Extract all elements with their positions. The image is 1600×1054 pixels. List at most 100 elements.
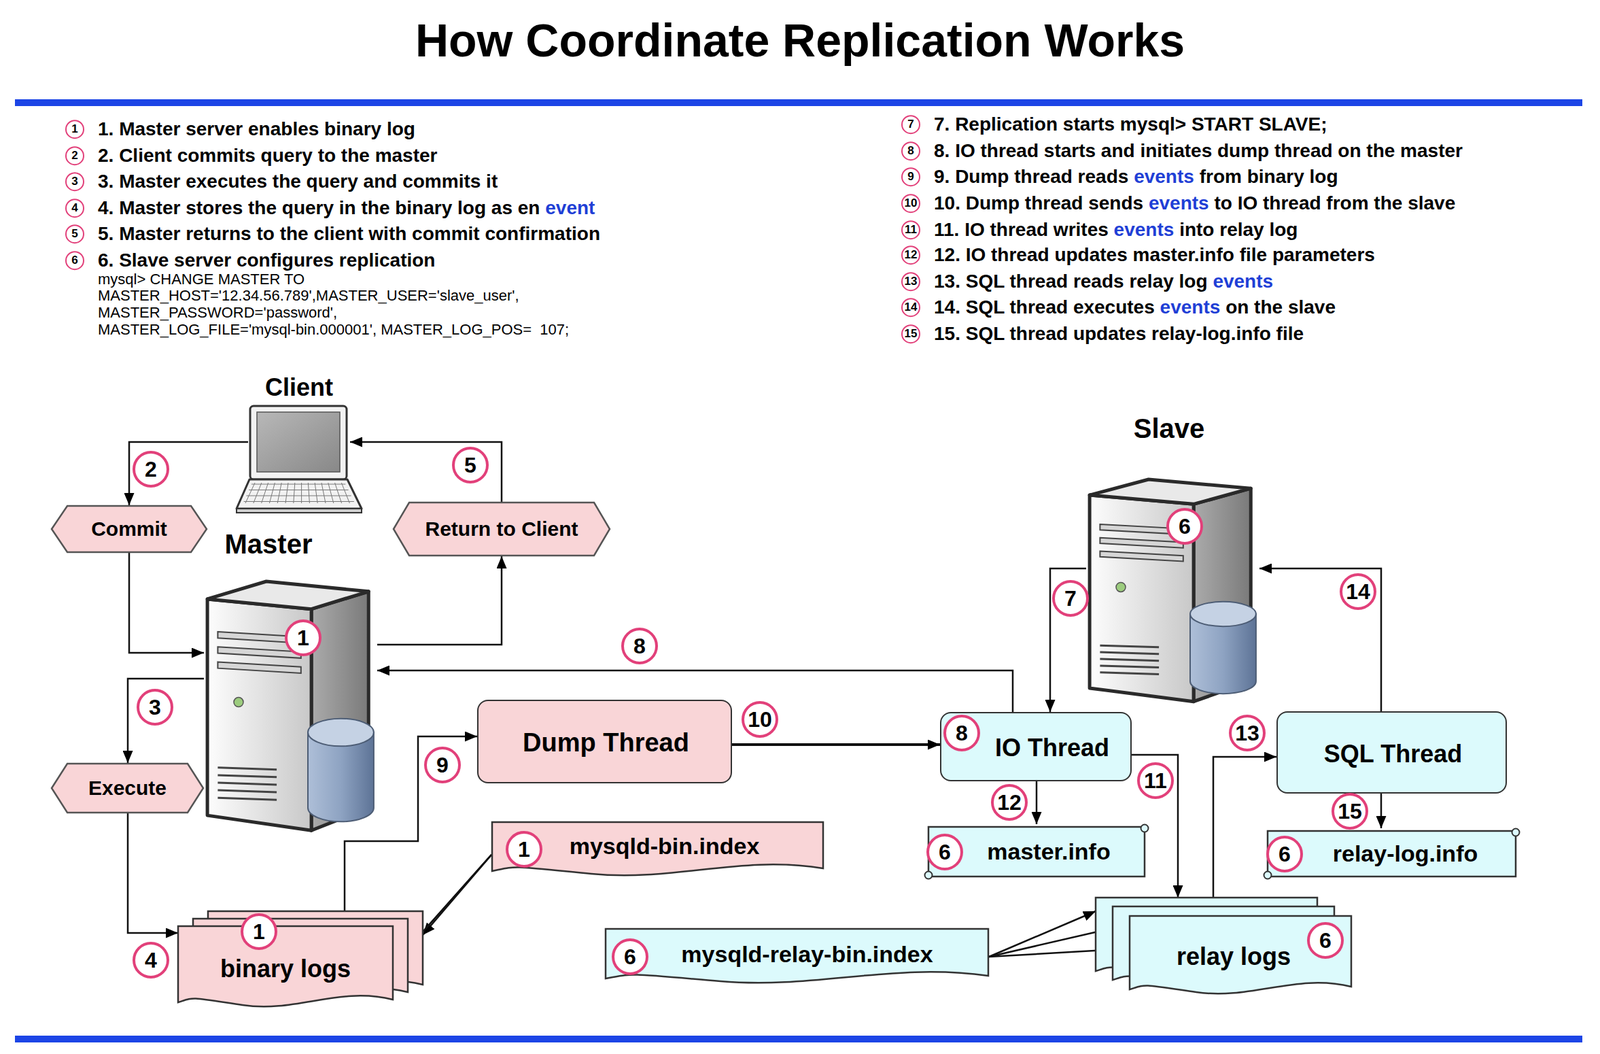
list-line: 1414. SQL thread executeseventson the sl… bbox=[901, 295, 1336, 319]
callout-slot: 10 bbox=[741, 700, 779, 738]
callout-number: 14 bbox=[901, 297, 921, 317]
laptop-screen bbox=[256, 411, 340, 472]
list-line: 55. Master returns to the client with co… bbox=[65, 222, 601, 246]
node-heading: Client bbox=[265, 373, 334, 402]
drive-bay bbox=[217, 661, 301, 673]
laptop-lid bbox=[250, 405, 347, 480]
step-text: into relay log bbox=[1179, 218, 1298, 242]
list-line: 88. IO thread starts and initiates dump … bbox=[901, 139, 1463, 163]
relay-log-info-file: 6 relay-log.info bbox=[1262, 827, 1522, 879]
step-text: 14. SQL thread executes bbox=[933, 295, 1155, 319]
text-slot: IO Thread bbox=[995, 733, 1110, 762]
master-server: Master1 bbox=[203, 526, 378, 833]
list-line: 11. Master server enables binary log bbox=[65, 117, 416, 141]
list-line: 6 6. Slave server configures replication bbox=[65, 248, 436, 272]
text-slot: SQL Thread bbox=[1324, 739, 1463, 768]
callout-number: 7 bbox=[1052, 579, 1089, 617]
list-line: 1010. Dump thread sendseventsto IO threa… bbox=[901, 191, 1456, 215]
server-top bbox=[207, 581, 369, 610]
callout-number: 6 bbox=[65, 250, 85, 270]
step-text: 8. IO thread starts and initiates dump t… bbox=[933, 139, 1463, 163]
text-slot: binary logs bbox=[220, 954, 351, 983]
dump-thread: Dump Thread bbox=[477, 699, 733, 784]
callout-slot: 4 bbox=[132, 941, 170, 979]
node-label: mysqld-relay-bin.index bbox=[681, 940, 933, 968]
keyboard-line bbox=[248, 489, 349, 491]
list-line: 1212. IO thread updates master.info file… bbox=[901, 243, 1376, 267]
keyboard-line bbox=[335, 482, 342, 503]
text-slot: 6 bbox=[1266, 835, 1303, 873]
document-shape bbox=[492, 821, 824, 875]
vent-line bbox=[1099, 665, 1159, 668]
text-slot: mysqld-bin.index bbox=[569, 832, 760, 860]
callout-number: 1 bbox=[505, 830, 543, 868]
callout-number: 6 bbox=[1307, 921, 1344, 959]
server-outline bbox=[203, 526, 378, 833]
callout-number: 6 bbox=[611, 937, 649, 975]
keyboard-line bbox=[314, 482, 318, 503]
callout-slot: 2 bbox=[132, 450, 170, 488]
callout-slot: 14 bbox=[1339, 572, 1377, 610]
server-illustration bbox=[1089, 479, 1257, 702]
scroll-curl bbox=[1141, 824, 1149, 832]
keyboard-line bbox=[251, 483, 346, 485]
keyboard-line bbox=[301, 482, 302, 503]
text-slot: relay-log.info bbox=[1332, 840, 1478, 867]
text-slot: Return to Client bbox=[425, 517, 579, 542]
laptop-edge bbox=[236, 508, 362, 513]
vent-line bbox=[217, 774, 277, 777]
callout-number: 8 bbox=[621, 627, 658, 665]
node-label: relay logs bbox=[1176, 942, 1291, 970]
hexagon-shape bbox=[393, 502, 610, 556]
rule-bar bbox=[14, 1035, 1583, 1042]
callout-number: 6 bbox=[1266, 835, 1303, 873]
step-text: 6. Slave server configures replication bbox=[97, 248, 436, 272]
text-slot: mysqld-relay-bin.index bbox=[681, 940, 933, 968]
step-text: 7. Replication starts mysql> START SLAVE… bbox=[933, 112, 1328, 136]
step-text: from binary log bbox=[1199, 165, 1339, 189]
callout-number: 4 bbox=[132, 941, 170, 979]
laptop-illustration bbox=[236, 405, 362, 513]
connector bbox=[1035, 780, 1038, 824]
scroll-shape bbox=[1267, 830, 1516, 877]
list-line: mysql> CHANGE MASTER TO bbox=[97, 271, 305, 288]
database-top bbox=[307, 718, 374, 747]
callout-number: 7 bbox=[901, 114, 921, 134]
callout-number: 13 bbox=[1228, 714, 1266, 752]
connector bbox=[127, 812, 179, 933]
document-shape bbox=[605, 928, 989, 983]
text-slot: master.info bbox=[986, 838, 1110, 865]
keyboard-line bbox=[261, 482, 269, 503]
drive-bay bbox=[1099, 551, 1183, 562]
laptop-base bbox=[236, 479, 362, 509]
callout-number: 8 bbox=[943, 714, 981, 752]
step-text: 9. Dump thread reads bbox=[933, 165, 1129, 189]
keyboard-line bbox=[244, 500, 355, 502]
vent-line bbox=[1099, 645, 1159, 648]
keyword: events bbox=[1133, 165, 1195, 189]
step-text: 3. Master executes the query and commits… bbox=[97, 169, 498, 194]
text-slot: 6 bbox=[926, 833, 964, 871]
text-slot: 1 bbox=[505, 830, 543, 868]
text-slot: 6 bbox=[1166, 507, 1204, 545]
node-label: Commit bbox=[91, 517, 168, 542]
text-slot: relay logs bbox=[1176, 942, 1291, 970]
keyboard-line bbox=[277, 482, 282, 503]
node-label: binary logs bbox=[220, 954, 351, 983]
callout-number: 6 bbox=[926, 833, 964, 871]
callout-slot: 3 bbox=[136, 688, 174, 726]
list-line: MASTER_PASSWORD='password', bbox=[97, 304, 338, 321]
keyboard-line bbox=[253, 482, 262, 503]
sql-thread: SQL Thread bbox=[1276, 710, 1507, 794]
log-file-page bbox=[178, 925, 393, 1006]
keyboard-line bbox=[269, 482, 275, 503]
text-slot: 8 bbox=[943, 714, 981, 752]
code-line: MASTER_HOST='12.34.56.789',MASTER_USER='… bbox=[97, 287, 520, 304]
list-line: 33. Master executes the query and commit… bbox=[65, 169, 498, 194]
keyboard-line bbox=[341, 482, 350, 503]
connector bbox=[129, 552, 204, 653]
callout-slot: 11 bbox=[1137, 761, 1174, 799]
text-slot: Slave bbox=[1133, 412, 1206, 444]
hexagon-shape bbox=[51, 763, 204, 813]
